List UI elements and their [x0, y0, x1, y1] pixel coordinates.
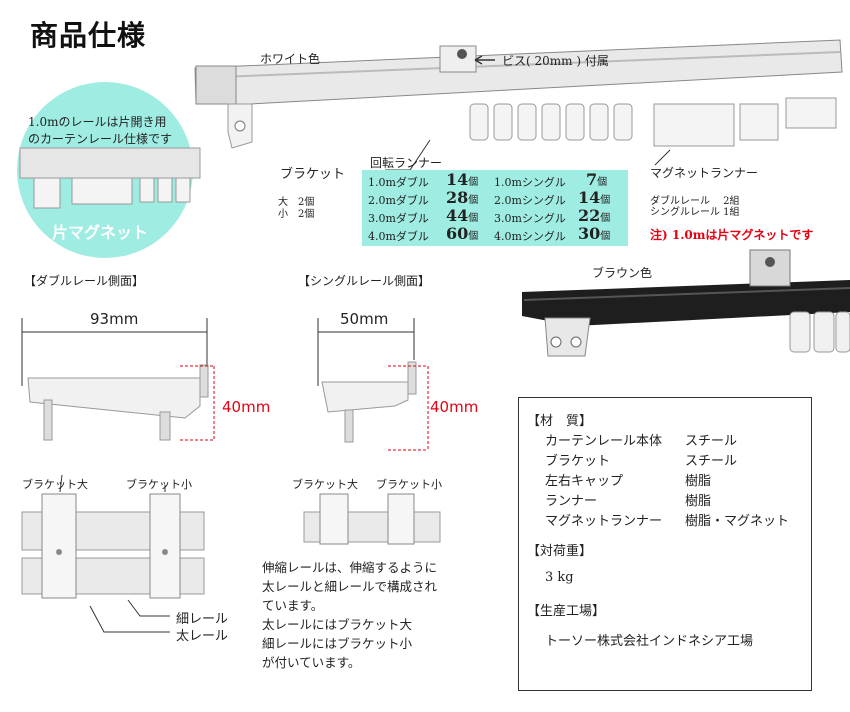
double-rail-side-view: [21, 318, 215, 441]
runner-row-2-double: 2.0mダブル: [368, 194, 429, 207]
magnet-runner-double: ダブルレール 2組: [650, 196, 740, 207]
runner-row-1-dcount: 14: [446, 170, 469, 189]
circle-text-2: のカーテンレール仕様です: [28, 132, 173, 146]
single-rail-side-view: [317, 318, 429, 451]
bl-bracket-large: ブラケット大: [22, 478, 88, 491]
runner-table: 1.0mダブル 14個 1.0mシングル 7個 2.0mダブル 28個 2.0m…: [362, 170, 628, 246]
runner-row-2-single: 2.0mシングル: [494, 194, 566, 207]
runner-row-2-dcount: 28: [446, 188, 469, 207]
bm-bracket-small: ブラケット小: [376, 478, 442, 491]
bm-bracket-large: ブラケット大: [292, 478, 358, 491]
telescopic-rail-illustration: [21, 474, 205, 633]
screw-label: ビス( 20mm ) 付属: [502, 54, 609, 68]
runner-row-2-scount: 14: [578, 188, 601, 207]
circle-inset: [17, 82, 201, 258]
single-height: 40mm: [430, 398, 479, 416]
brown-color-label: ブラウン色: [592, 266, 653, 280]
runner-row-1-scount: 7: [586, 170, 598, 189]
runner-row-1-single: 1.0mシングル: [494, 176, 566, 189]
telescopic-description: 伸縮レールは、伸縮するように 太レールと細レールで構成され ています。 太レール…: [262, 560, 438, 670]
factory-head: 【生産工場】: [527, 604, 606, 619]
bracket-large: 大 2個: [278, 197, 315, 208]
single-side-label: 【シングルレール側面】: [298, 274, 431, 288]
runner-row-1-double: 1.0mダブル: [368, 176, 429, 189]
runner-row-3-dcount: 44: [446, 206, 469, 225]
double-side-label: 【ダブルレール側面】: [24, 274, 145, 288]
materials-head: 【材 質】: [527, 414, 593, 429]
runner-row-4-scount: 30: [578, 224, 601, 243]
double-width: 93mm: [90, 310, 139, 328]
bracket-small: 小 2個: [278, 209, 315, 220]
runner-title: 回転ランナー: [370, 156, 443, 170]
white-color-label: ホワイト色: [260, 52, 321, 66]
runner-row-4-double: 4.0mダブル: [368, 230, 429, 243]
telescopic-bracket-illustration: [303, 493, 441, 545]
runner-row-3-single: 3.0mシングル: [494, 212, 566, 225]
page-title: 商品仕様: [30, 19, 147, 52]
one-side-magnet-label: 片マグネット: [52, 223, 149, 242]
runner-row-4-single: 4.0mシングル: [494, 230, 566, 243]
load-head: 【対荷重】: [527, 544, 593, 559]
bracket-label: ブラケット: [280, 167, 346, 182]
materials-box: 【材 質】 カーテンレール本体 スチール ブラケット スチール 左右キャップ 樹…: [518, 397, 812, 691]
runner-row-3-double: 3.0mダブル: [368, 212, 429, 225]
thin-rail-label: 細レール: [176, 612, 229, 627]
white-rail: [194, 39, 843, 171]
load-value: 3 kg: [545, 570, 574, 585]
factory-value: トーソー株式会社インドネシア工場: [545, 634, 754, 649]
double-height: 40mm: [222, 398, 271, 416]
magnet-note: 注) 1.0mは片マグネットです: [650, 228, 814, 242]
runner-row-3-scount: 22: [578, 206, 601, 225]
single-width: 50mm: [340, 310, 389, 328]
runner-row-4-dcount: 60: [446, 224, 469, 243]
bl-bracket-small: ブラケット小: [126, 478, 192, 491]
magnet-runner-title: マグネットランナー: [650, 166, 759, 180]
magnet-runner-single: シングルレール 1組: [650, 207, 740, 218]
circle-text-1: 1.0mのレールは片開き用: [28, 115, 167, 129]
brown-rail: [522, 249, 850, 357]
thick-rail-label: 太レール: [176, 629, 229, 644]
